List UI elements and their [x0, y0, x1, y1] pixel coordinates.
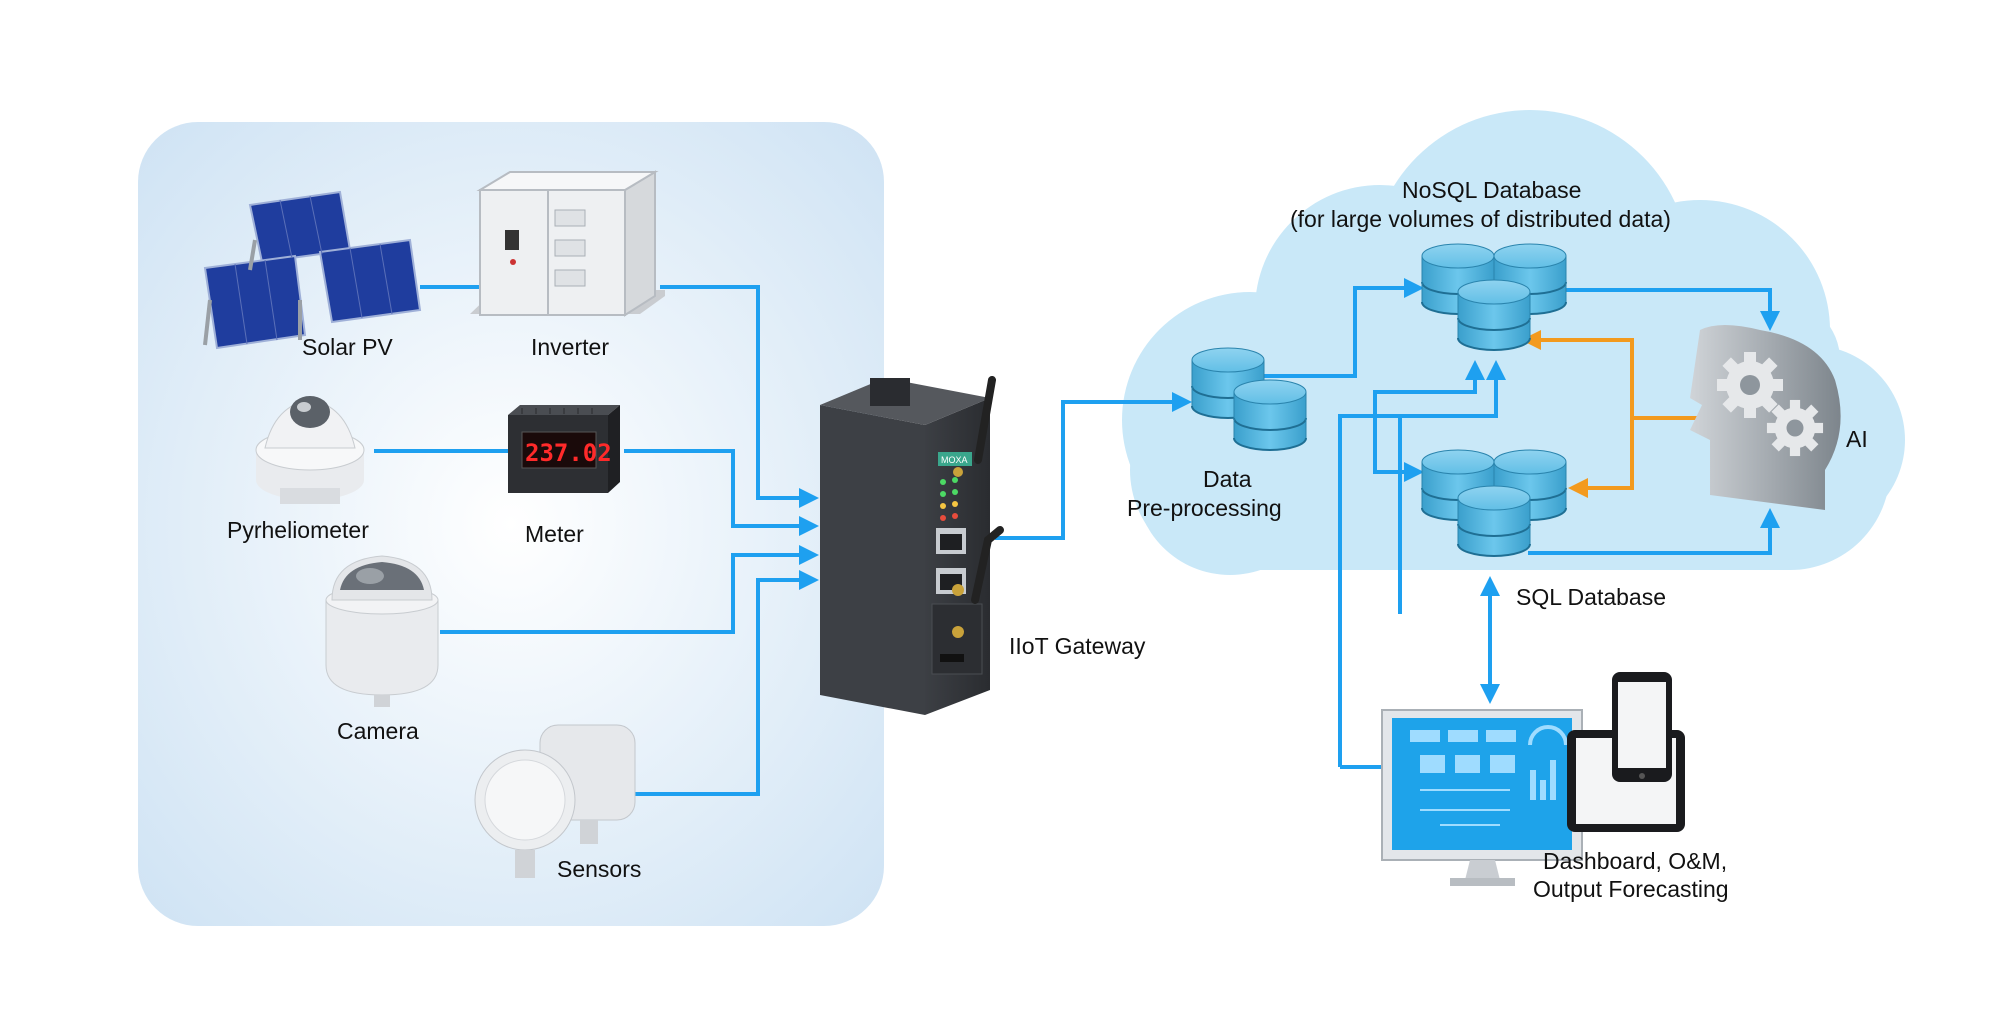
camera-icon [325, 555, 439, 707]
nosql-label-line1: NoSQL Database [1402, 177, 1581, 203]
sql-label: SQL Database [1516, 584, 1666, 610]
preprocessing-label-line1: Data [1203, 466, 1252, 492]
inverter-icon [470, 170, 665, 317]
meter-icon [508, 405, 620, 493]
tablet-icon [1567, 672, 1685, 832]
meter-reading: 237.02 [525, 439, 612, 467]
sensors-icon [474, 724, 636, 878]
pyrheliometer-label: Pyrheliometer [227, 517, 369, 543]
camera-label: Camera [337, 718, 419, 744]
meter-label: Meter [525, 521, 584, 547]
preprocessing-label-line2: Pre-processing [1127, 495, 1282, 521]
gateway-label: IIoT Gateway [1009, 633, 1146, 659]
device-connections [374, 285, 819, 796]
gateway-brand: MOXA [941, 455, 968, 465]
dashboard-label-line2: Output Forecasting [1533, 876, 1729, 902]
cloud-flows [1264, 278, 1780, 769]
gateway-uplink [995, 392, 1192, 540]
iiot-gateway-icon [820, 376, 1004, 715]
dashboard-label-line1: Dashboard, O&M, [1543, 848, 1727, 874]
solar-pv-label: Solar PV [302, 334, 393, 360]
solar-pv-icon [203, 190, 422, 350]
ai-feedback-flows [1521, 330, 1700, 498]
field-devices-panel [138, 122, 884, 926]
sensors-label: Sensors [557, 856, 641, 882]
pyrheliometer-icon [255, 396, 365, 504]
ai-label: AI [1846, 426, 1868, 452]
ai-head-icon [1690, 325, 1841, 510]
inverter-label: Inverter [531, 334, 609, 360]
dashboard-monitor-icon [1381, 709, 1583, 886]
nosql-label-line2: (for large volumes of distributed data) [1290, 206, 1671, 232]
